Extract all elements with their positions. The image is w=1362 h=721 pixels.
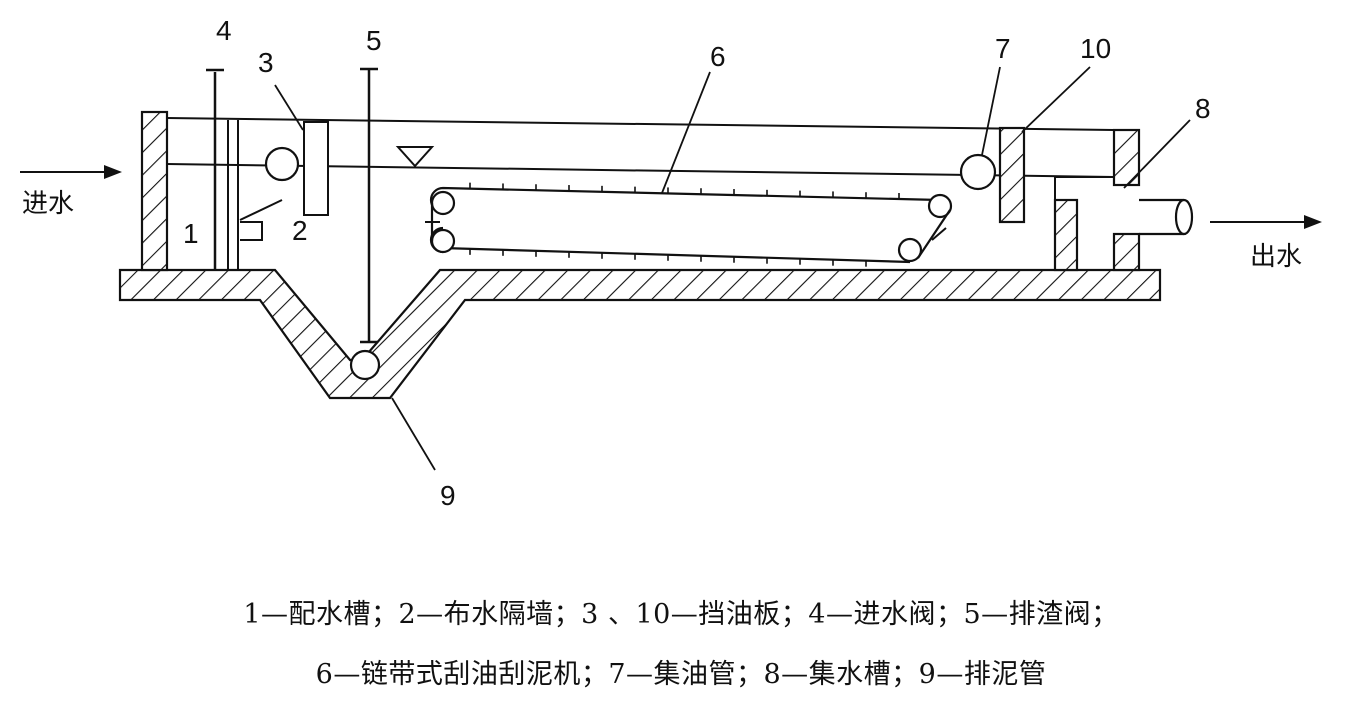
label-outlet: 出水 xyxy=(1250,242,1302,272)
label-6: 6 xyxy=(710,41,726,72)
sludge-pipe-circle xyxy=(349,349,381,381)
outlet-pipe-end xyxy=(1174,198,1194,236)
water-level-marker xyxy=(395,146,435,168)
legend-line-2: 6—链带式刮油刮泥机；7—集油管；8—集水槽；9—排泥管 xyxy=(315,659,1047,690)
label-10: 10 xyxy=(1080,33,1111,64)
leader-7 xyxy=(981,66,1001,156)
oil-collecting-pipe xyxy=(959,153,997,191)
label-7: 7 xyxy=(995,33,1011,64)
label-9: 9 xyxy=(440,480,456,511)
leader-9 xyxy=(391,397,436,471)
sprocket-left-bottom xyxy=(430,228,456,254)
chain-belt-scraper xyxy=(429,186,941,264)
oil-baffle-10 xyxy=(998,126,1026,224)
leader-10 xyxy=(1021,66,1091,133)
label-2: 2 xyxy=(292,215,308,246)
leader-6 xyxy=(661,71,711,194)
leader-8 xyxy=(1123,119,1191,189)
scraper-blade xyxy=(931,227,947,241)
right-end-wall-lower xyxy=(1112,232,1141,272)
sprocket-right-top xyxy=(927,193,953,219)
label-inlet: 进水 xyxy=(22,189,74,219)
label-1: 1 xyxy=(183,218,199,249)
oil-pipe-circle-left xyxy=(264,146,300,182)
leader-3 xyxy=(274,84,304,131)
label-5: 5 xyxy=(366,25,382,56)
sprocket-left-top xyxy=(430,190,456,216)
sprocket-right-bottom xyxy=(897,237,923,263)
distribution-wall-baffle xyxy=(239,199,283,221)
oil-separator-tank-diagram: 进水 出水 1 2 3 4 5 6 7 8 9 10 xyxy=(20,15,1322,511)
tank-top-line xyxy=(166,117,1115,131)
collecting-trough-wall xyxy=(1053,198,1079,272)
outlet-pipe xyxy=(1139,198,1184,236)
chain-right-side xyxy=(917,209,951,259)
oil-baffle-3 xyxy=(303,121,329,216)
label-3: 3 xyxy=(258,47,274,78)
distribution-wall-bracket xyxy=(240,221,263,241)
left-end-wall xyxy=(140,110,169,272)
outlet-arrow-head xyxy=(1304,215,1322,229)
label-8: 8 xyxy=(1195,93,1211,124)
inlet-arrow-head xyxy=(104,165,122,179)
chain-ticks-top xyxy=(469,182,900,200)
tank-floor xyxy=(118,268,1162,400)
legend-line-1: 1—配水槽；2—布水隔墙；3 、10—挡油板；4—进水阀；5—排渣阀； xyxy=(243,599,1119,630)
label-4: 4 xyxy=(216,15,232,46)
chain-ticks-bottom xyxy=(469,248,867,267)
